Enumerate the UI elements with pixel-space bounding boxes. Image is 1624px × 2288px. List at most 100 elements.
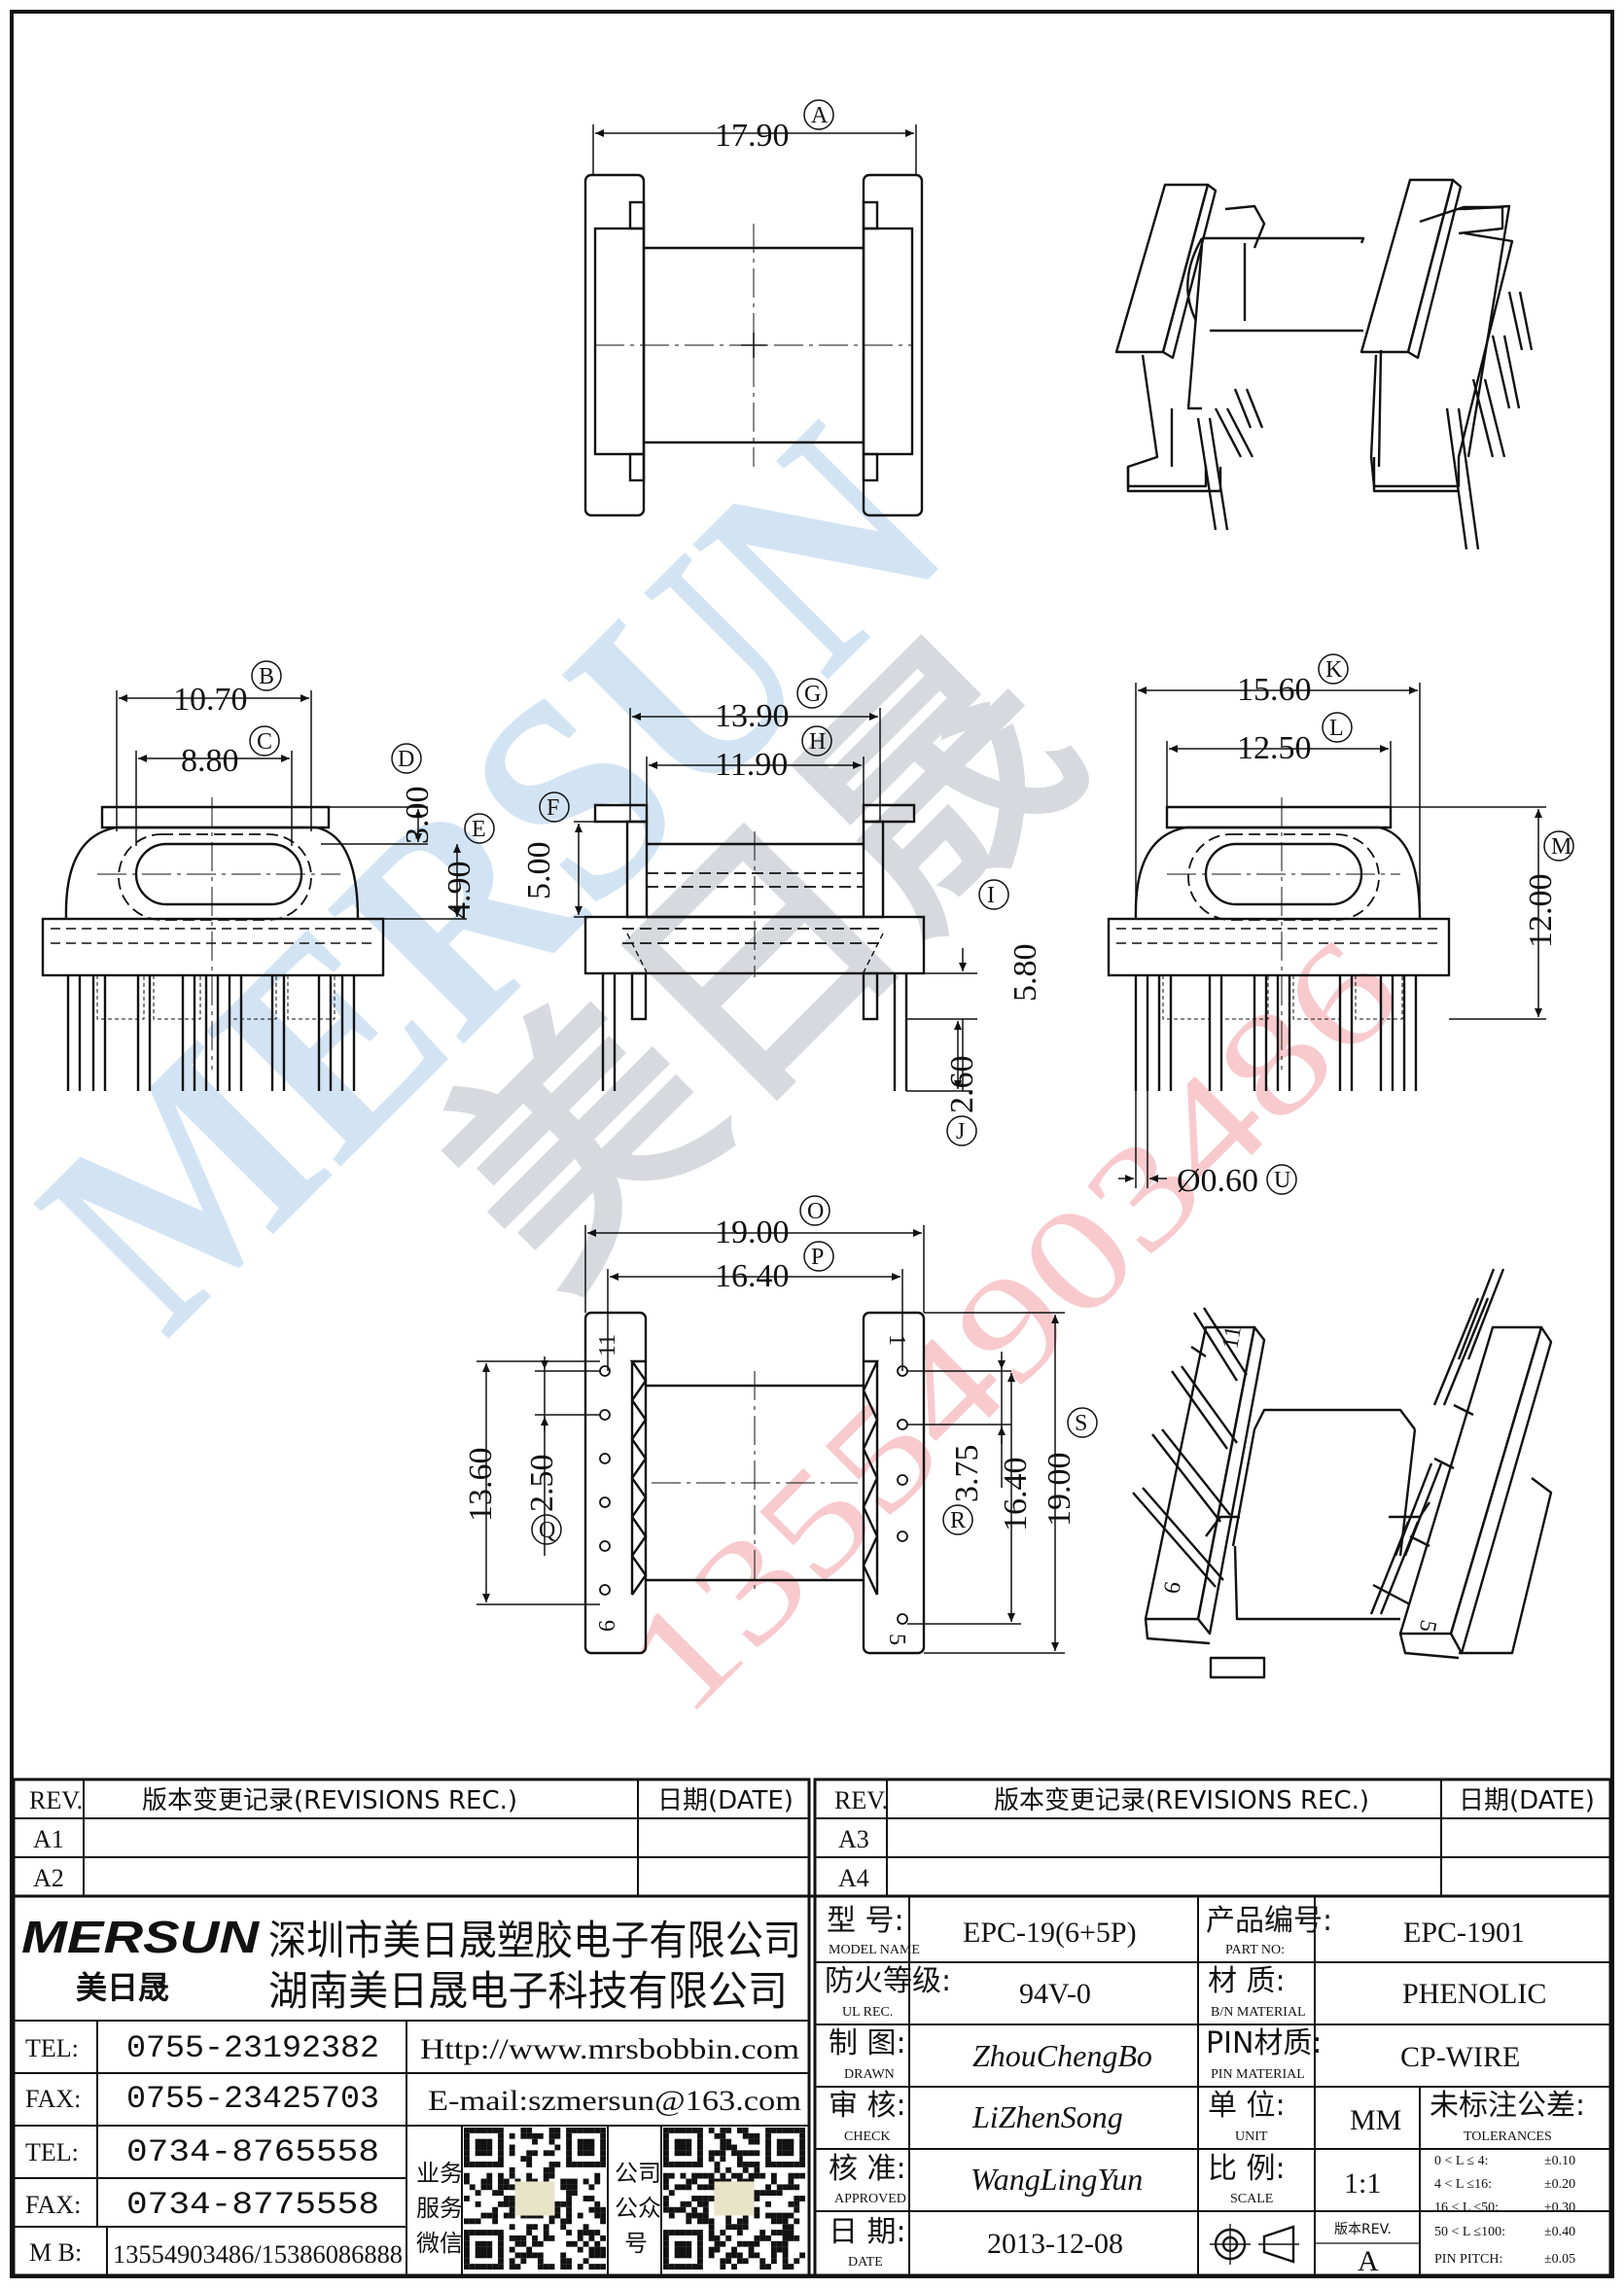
- dim-b-c: [116, 660, 495, 920]
- dim-p-ref: P: [811, 1245, 824, 1270]
- unit-label-en: UNIT: [1235, 2130, 1268, 2144]
- qr2-label-2: 号: [624, 2230, 648, 2257]
- dim-m-value: 12.00: [1523, 874, 1559, 949]
- dim-j-value: 2.60: [944, 1056, 980, 1114]
- dim-u-ref: U: [1274, 1168, 1290, 1193]
- mb-label: M B:: [29, 2238, 82, 2267]
- part-value: EPC-1901: [1403, 1917, 1525, 1949]
- drawn-label: 制 图:: [829, 2026, 906, 2060]
- dim-i-ref: I: [987, 883, 995, 908]
- dim-r-value: 3.75: [949, 1445, 985, 1503]
- tolerance-range: 50 < L ≤100:: [1434, 2225, 1505, 2239]
- drawn-value: ZhouChengBo: [972, 2038, 1152, 2073]
- company-logo: MERSUN: [21, 1912, 260, 1962]
- dim-k-l-m-u: [1118, 653, 1574, 1195]
- date-label: 日 期:: [829, 2215, 906, 2249]
- iso-view-top: [1114, 178, 1534, 550]
- dim-s-value: 19.00: [1041, 1453, 1077, 1528]
- dim-c-value: 8.80: [181, 743, 239, 779]
- qr1-label-0: 业务: [416, 2160, 463, 2187]
- ul-label-en: UL REC.: [842, 2005, 893, 2020]
- scale-label-en: SCALE: [1230, 2192, 1273, 2206]
- dim-a: [592, 99, 917, 175]
- pin-label-1: 1: [884, 1334, 909, 1346]
- dim-g-h-f-i-j: [539, 678, 1009, 1146]
- company-logo-cn: 美日晟: [76, 1969, 169, 2006]
- tolerance-value: ±0.20: [1544, 2177, 1575, 2192]
- rev-left-col-rev: REV.: [29, 1786, 83, 1814]
- dim-m-ref: M: [1551, 834, 1571, 860]
- tolerance-range: 0 < L ≤ 4:: [1434, 2154, 1489, 2168]
- date-value: 2013-12-08: [987, 2228, 1123, 2260]
- rev-left-row-a2: A2: [33, 1864, 64, 1892]
- check-value: LiZhenSong: [971, 2099, 1123, 2134]
- dim-j-ref: J: [956, 1119, 965, 1144]
- revision-grid: [12, 1778, 1612, 1898]
- middle-view: [583, 803, 926, 1091]
- rev-right-col-date: 日期(DATE): [1459, 1786, 1595, 1815]
- rev-right-col-rec: 版本变更记录(REVISIONS REC.): [994, 1786, 1369, 1815]
- company-name-hunan: 湖南美日晟电子科技有限公司: [268, 1967, 788, 2015]
- material-label: 材 质:: [1208, 1964, 1286, 1998]
- unit-label: 单 位:: [1208, 2089, 1286, 2123]
- scale-label: 比 例:: [1208, 2152, 1286, 2186]
- dim-o-value: 19.00: [715, 1214, 790, 1250]
- tel1-value: 0755-23192382: [126, 2030, 379, 2066]
- dim-c-ref: C: [257, 729, 272, 755]
- dim-l-value: 12.50: [1237, 730, 1312, 766]
- dim-o-p-q-r-s: [477, 1195, 1098, 1654]
- iso-pin-label-6: 6: [1159, 1580, 1186, 1596]
- company-name-shenzhen: 深圳市美日晟塑胶电子有限公司: [268, 1917, 801, 1964]
- tolerance-value: ±0.30: [1544, 2200, 1575, 2215]
- dim-o-ref: O: [807, 1199, 824, 1224]
- qr-code-official-account: [663, 2128, 805, 2270]
- model-label: 型 号:: [827, 1904, 904, 1938]
- fax1-label: FAX:: [25, 2085, 81, 2113]
- dim-b-ref: B: [259, 664, 274, 689]
- dim-a-ref: A: [811, 103, 829, 128]
- dim-d-value: 3.00: [400, 787, 436, 845]
- drawn-label-en: DRAWN: [844, 2067, 895, 2082]
- ul-label: 防火等级:: [825, 1964, 951, 1998]
- qr2-label-0: 公司: [615, 2160, 661, 2187]
- dim-p-value: 16.40: [715, 1258, 790, 1294]
- dim-q-value: 2.50: [524, 1455, 560, 1513]
- tel1-label: TEL:: [25, 2034, 79, 2062]
- pin-label-6: 6: [595, 1620, 620, 1632]
- material-value: PHENOLIC: [1402, 1978, 1546, 2010]
- dim-a-value: 17.90: [715, 118, 790, 154]
- dim-e-ref: E: [472, 817, 486, 842]
- dim-f-value: 5.00: [521, 842, 557, 900]
- material-label-en: B/N MATERIAL: [1211, 2005, 1306, 2020]
- qr1-label-2: 微信: [416, 2230, 463, 2257]
- left-view: [41, 797, 385, 1091]
- company-website: Http://www.mrsbobbin.com: [420, 2033, 799, 2065]
- rev-left-row-a1: A1: [33, 1825, 64, 1853]
- version-value: A: [1358, 2245, 1379, 2277]
- tolerance-label-en: TOLERANCES: [1464, 2130, 1552, 2144]
- projection-symbol-icon: [1210, 2224, 1299, 2265]
- top-view: [583, 173, 924, 517]
- rev-right-row-a3: A3: [838, 1825, 869, 1853]
- dim-h-value: 11.90: [715, 747, 788, 783]
- unit-value: MM: [1350, 2104, 1401, 2136]
- pin-material-label-en: PIN MATERIAL: [1211, 2067, 1305, 2082]
- tolerance-value: ±0.40: [1544, 2225, 1575, 2239]
- dim-r-outer-value: 16.40: [998, 1458, 1034, 1532]
- rev-right-row-a4: A4: [838, 1864, 869, 1892]
- dim-s-ref: S: [1075, 1411, 1087, 1436]
- approved-value: WangLingYun: [971, 2162, 1143, 2197]
- iso-view-bottom: [1132, 1268, 1553, 1679]
- dim-g-value: 13.90: [715, 698, 790, 734]
- iso-pin-label-11: 11: [1218, 1324, 1247, 1351]
- dim-f-ref: F: [547, 795, 559, 821]
- tel2-label: TEL:: [25, 2138, 79, 2166]
- part-label: 产品编号:: [1206, 1904, 1332, 1938]
- model-value: EPC-19(6+5P): [963, 1917, 1137, 1949]
- dim-b-value: 10.70: [173, 682, 248, 718]
- dim-e-value: 4.90: [441, 862, 477, 920]
- pin-material-value: CP-WIRE: [1400, 2041, 1520, 2073]
- fax2-value: 0734-8775558: [126, 2187, 379, 2223]
- ul-value: 94V-0: [1019, 1978, 1091, 2010]
- iso-pin-label-5: 5: [1414, 1618, 1441, 1634]
